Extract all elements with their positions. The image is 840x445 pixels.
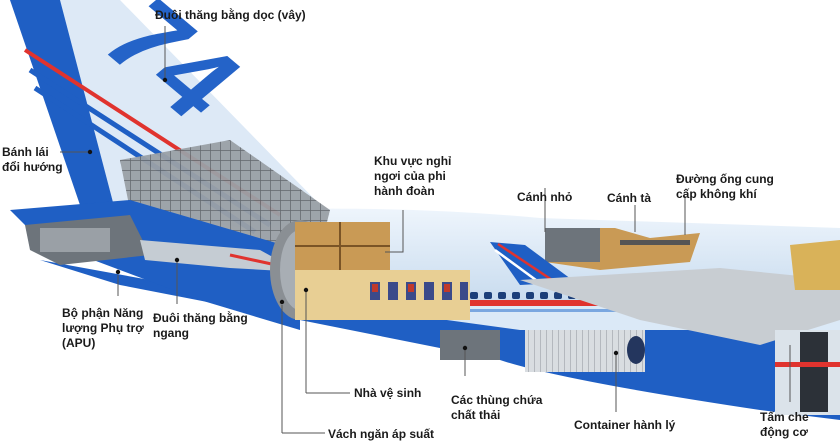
waste-tank-bay [440,330,500,360]
label-line: ngơi của phi [374,169,446,183]
wing [520,268,840,345]
label-air-duct: Đường ống cung cấp không khí [676,172,774,202]
label-horizontal-stabilizer: Đuôi thăng bằng ngang [153,311,248,341]
label-line: Cánh nhỏ [517,190,573,204]
label-crew-rest: Khu vực nghỉ ngơi của phi hành đoàn [374,154,451,199]
label-line: chất thải [451,408,501,422]
horizontal-stabilizer [140,240,300,272]
label-line: Container hành lý [574,418,676,432]
label-line: cấp không khí [676,187,757,201]
label-line: Vách ngăn áp suất [328,427,435,441]
label-line: Khu vực nghỉ [374,154,452,168]
label-line: Các thùng chứa [451,393,543,407]
label-line: đổi hướng [2,160,63,174]
label-line: Đuôi thăng bằng [153,311,248,325]
label-line: lượng Phụ trợ [62,321,144,335]
label-winglet: Cánh nhỏ [517,190,572,205]
label-flap: Cánh tà [607,191,651,206]
lower-cabin [295,270,470,320]
label-engine-cowling: Tấm che động cơ [760,410,809,440]
label-rudder: Bánh lái đổi hướng [2,145,63,175]
label-line: Bộ phận Năng [62,306,144,320]
label-line: Tấm che [760,410,809,424]
label-line: Bánh lái [2,145,49,159]
label-waste-tanks: Các thùng chứa chất thải [451,393,542,423]
label-line: Đường ống cung [676,172,774,186]
label-line: ngang [153,326,189,340]
label-lavatory: Nhà vệ sinh [354,386,421,401]
label-line: Nhà vệ sinh [354,386,422,400]
label-line: Đuôi thăng bằng dọc (vây) [155,8,306,22]
label-apu: Bộ phận Năng lượng Phụ trợ (APU) [62,306,144,351]
label-baggage-container: Container hành lý [574,418,675,433]
label-pressure-bulkhead: Vách ngăn áp suất [328,427,434,442]
label-line: động cơ [760,425,808,439]
label-vertical-stabilizer: Đuôi thăng bằng dọc (vây) [155,8,306,23]
label-line: hành đoàn [374,184,435,198]
label-line: Cánh tà [607,191,652,205]
baggage-hold [525,330,645,372]
label-line: (APU) [62,336,96,350]
